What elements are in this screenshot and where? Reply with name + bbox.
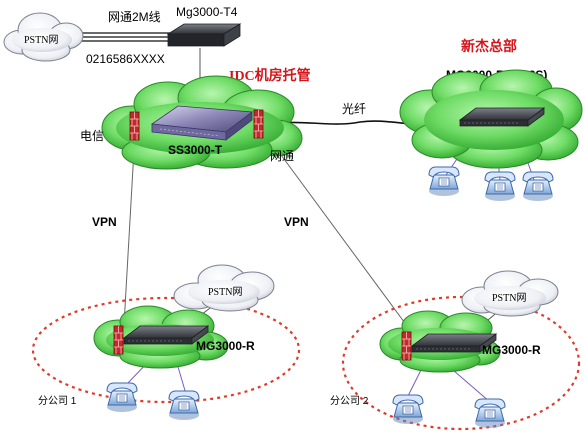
telephone-icon: [522, 171, 554, 202]
pstn-top-label: PSTN网: [24, 34, 58, 46]
cloud-icon: PSTN网: [173, 264, 275, 312]
telecom-label: 电信: [80, 129, 104, 143]
telephone-icon: [392, 394, 424, 425]
vpn-right-label: VPN: [284, 215, 309, 229]
netcom-label: 网通: [270, 149, 294, 163]
firewall-icon: [401, 331, 412, 361]
top-device-label: Mg3000-T4: [176, 5, 238, 19]
branch2-device-label: MG3000-R: [482, 343, 541, 357]
telephone-icon: [168, 390, 200, 421]
router-icon: [166, 23, 242, 47]
telephone-icon: [484, 171, 516, 202]
firewall-icon: [253, 109, 264, 139]
branch1-device-label: MG3000-R: [196, 339, 255, 353]
branch1-ring: [31, 296, 301, 404]
center-device-label: SS3000-T: [168, 143, 223, 157]
router-icon: [459, 107, 545, 127]
telephone-icon: [428, 166, 460, 197]
pstn-branch2-label: PSTN网: [492, 292, 526, 304]
idc-label: IDC机房托管: [229, 67, 311, 84]
hq-label: 新杰总部: [461, 38, 517, 55]
cloud-icon: PSTN网: [461, 270, 559, 317]
cloud-icon: [399, 69, 583, 169]
branch1-site-label: 分公司 1: [38, 395, 77, 407]
switch-icon: [150, 105, 254, 141]
firewall-icon: [129, 111, 140, 141]
fiber-label: 光纤: [342, 102, 366, 116]
number-label: 0216586XXXX: [86, 52, 165, 66]
vpn-line-right: [269, 139, 411, 331]
branch2-ring: [341, 295, 581, 431]
telephone-icon: [106, 382, 138, 413]
branch2-site-label: 分公司 2: [330, 395, 369, 407]
vpn-line-left: [123, 149, 135, 326]
firewall-icon: [113, 325, 124, 355]
trunk-label: 网通2M线: [108, 10, 161, 24]
pstn-branch1-label: PSTN网: [208, 286, 242, 298]
telephone-icon: [474, 398, 506, 429]
cloud-icon: PSTN网: [3, 12, 84, 62]
vpn-left-label: VPN: [92, 215, 117, 229]
